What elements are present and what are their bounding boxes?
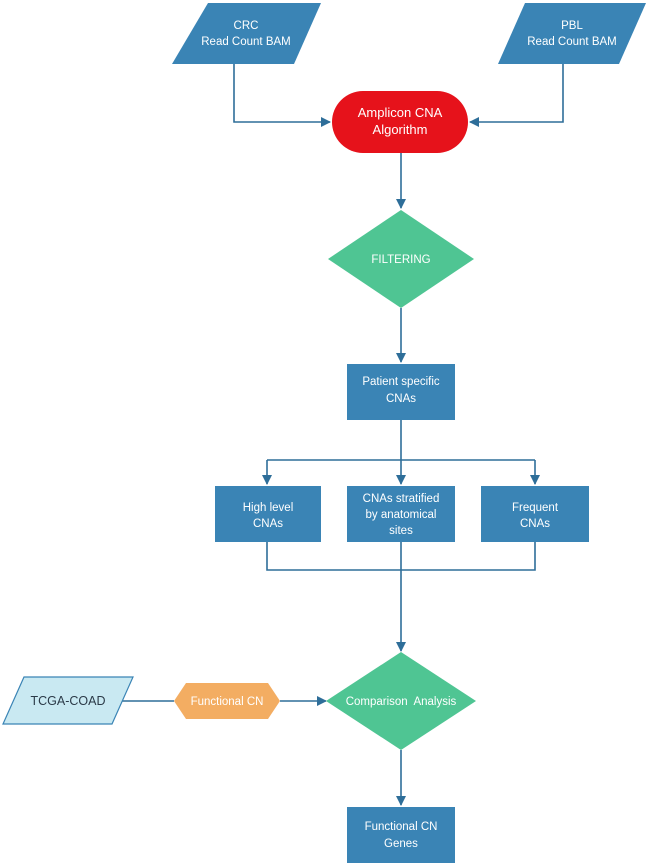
frequent-shape bbox=[481, 486, 589, 542]
frequent-line2: CNAs bbox=[520, 518, 550, 530]
patient-specific-line1: Patient specific bbox=[362, 376, 440, 388]
frequent-line1: Frequent bbox=[512, 502, 559, 514]
high-level-line2: CNAs bbox=[253, 518, 283, 530]
stratified-line1: CNAs stratified bbox=[363, 493, 440, 505]
tcga-label: TCGA-COAD bbox=[31, 694, 106, 708]
tcga-node: TCGA-COAD bbox=[2, 676, 134, 725]
tcga-shape bbox=[2, 676, 134, 725]
functional-cn-label: Functional CN bbox=[191, 696, 264, 708]
algorithm-line2: Algorithm bbox=[373, 122, 428, 137]
functional-cn-node: Functional CN bbox=[174, 683, 280, 719]
pbl-input-node: PBL Read Count BAM bbox=[498, 3, 646, 64]
pbl-input-shape bbox=[498, 3, 646, 64]
frequent-node: Frequent CNAs bbox=[481, 486, 589, 542]
pbl-input-line2: Read Count BAM bbox=[527, 36, 617, 48]
algorithm-shape bbox=[332, 91, 468, 153]
stratified-shape bbox=[347, 486, 455, 542]
connector-crc-to-algorithm bbox=[233, 64, 331, 127]
algorithm-node: Amplicon CNA Algorithm bbox=[332, 91, 468, 153]
connectors bbox=[122, 64, 564, 806]
patient-specific-node: Patient specific CNAs bbox=[347, 364, 455, 420]
stratified-line3: sites bbox=[389, 525, 413, 537]
algorithm-line1: Amplicon CNA bbox=[358, 105, 443, 120]
connector-pbl-to-algorithm bbox=[469, 64, 564, 127]
high-level-shape bbox=[215, 486, 321, 542]
crc-input-shape bbox=[172, 3, 321, 64]
filtering-node: FILTERING bbox=[328, 210, 474, 308]
crc-input-node: CRC Read Count BAM bbox=[172, 3, 321, 64]
pbl-input-line1: PBL bbox=[561, 20, 583, 32]
stratified-line2: by anatomical bbox=[366, 509, 437, 521]
patient-specific-line2: CNAs bbox=[386, 393, 416, 405]
comparison-label: Comparison Analysis bbox=[346, 696, 457, 708]
crc-input-line1: CRC bbox=[234, 20, 259, 32]
functional-cn-shape bbox=[174, 683, 280, 719]
comparison-shape bbox=[326, 652, 476, 750]
functional-genes-line1: Functional CN bbox=[365, 821, 438, 833]
high-level-line1: High level bbox=[243, 502, 294, 514]
stratified-node: CNAs stratified by anatomical sites bbox=[347, 486, 455, 542]
functional-genes-line2: Genes bbox=[384, 838, 418, 850]
patient-specific-shape bbox=[347, 364, 455, 420]
functional-genes-node: Functional CN Genes bbox=[347, 807, 455, 863]
functional-genes-shape bbox=[347, 807, 455, 863]
high-level-node: High level CNAs bbox=[215, 486, 321, 542]
filtering-shape bbox=[328, 210, 474, 308]
crc-input-line2: Read Count BAM bbox=[201, 36, 291, 48]
comparison-node: Comparison Analysis bbox=[326, 652, 476, 750]
filtering-label: FILTERING bbox=[371, 254, 430, 266]
